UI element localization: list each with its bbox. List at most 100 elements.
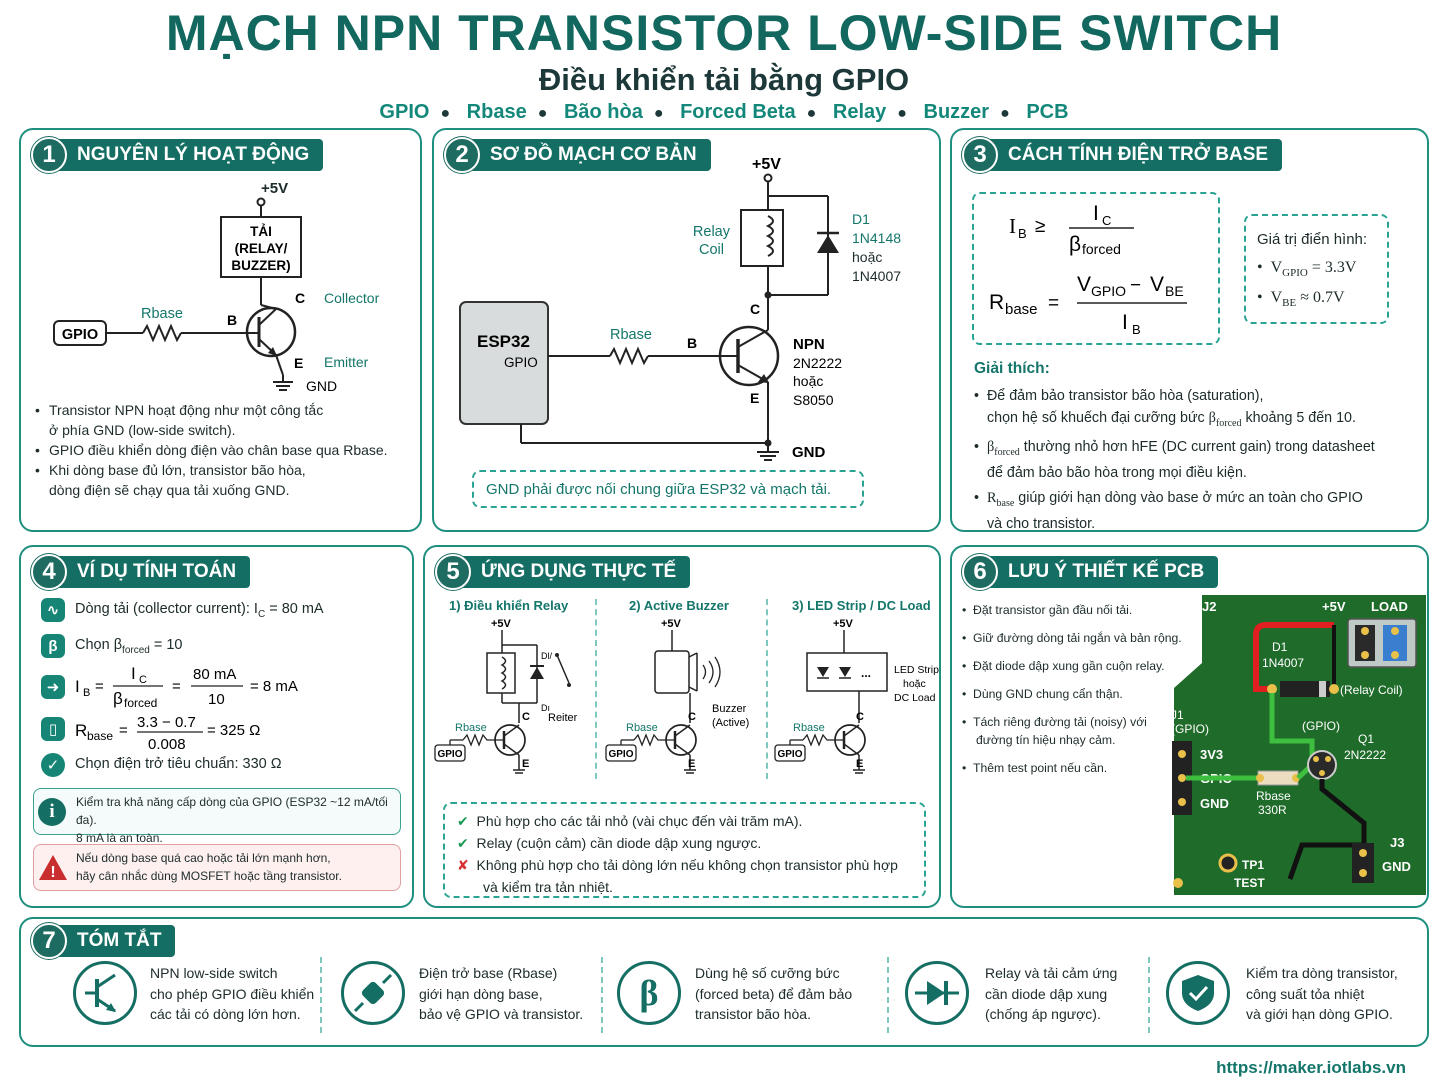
example-row: Chọn βforced = 10 <box>75 637 183 656</box>
app-note: ✔ Relay (cuộn cảm) cần diode dập xung ng… <box>457 835 762 851</box>
formula-symbol: = <box>1048 293 1059 314</box>
bullet: Transistor NPN hoạt động như một công tắ… <box>35 400 415 420</box>
gpio-label: GPIO <box>608 749 633 760</box>
bullet: GPIO điều khiển dòng điện vào chân base … <box>35 440 415 460</box>
gnd-note: GND phải được nối chung giữa ESP32 và mạ… <box>486 481 832 498</box>
pcb-label: Q1 <box>1358 732 1374 746</box>
gnd-label: GND <box>306 378 337 394</box>
base-pin-label: B <box>227 312 237 328</box>
rbase-label: Rbase <box>455 722 487 734</box>
formula-value: 10 <box>208 691 225 708</box>
panel-number: 1 <box>31 137 67 173</box>
bullet-cont: dòng điện sẽ chạy qua tải xuống GND. <box>49 482 290 498</box>
pcb-label: +5V <box>1322 599 1346 614</box>
formula-symbol: ≥ <box>1035 216 1045 237</box>
column-divider <box>595 599 597 779</box>
formula-value: = 8 mA <box>250 678 298 695</box>
warning-text: Nếu dòng base quá cao hoặc tải lớn mạnh … <box>76 851 342 883</box>
formula-symbol: I <box>131 664 136 683</box>
app-note: ✘ Không phù hợp cho tải dòng lớn nếu khô… <box>457 857 898 873</box>
pcb-label: 330R <box>1258 803 1287 817</box>
example-row: Chọn điện trở tiêu chuẩn: 330 Ω <box>75 756 282 772</box>
relay-label: Relay <box>693 224 731 240</box>
info-text: Kiểm tra khả năng cấp dòng của GPIO (ESP… <box>76 795 388 845</box>
pcb-label: GND <box>1382 859 1411 874</box>
npn-label: NPN <box>793 336 825 353</box>
vcc-label: +5V <box>833 618 854 630</box>
formula-sub: forced <box>1082 241 1121 257</box>
summary-divider <box>601 957 603 1033</box>
formula-symbol: V <box>1077 273 1091 296</box>
emitter-pin-label: E <box>294 355 303 371</box>
explain-line: • Rbase giúp giới hạn dòng vào base ở mứ… <box>974 489 1363 509</box>
bullet-cont: ở phía GND (low-side switch). <box>49 422 236 438</box>
pcb-tips: • Đặt transistor gần đầu nối tải. • Giữ … <box>962 601 1192 777</box>
formula-symbol: − <box>1130 275 1141 296</box>
gnd-note-box <box>472 470 864 508</box>
summary-divider <box>1148 957 1150 1033</box>
gpio-label: GPIO <box>504 355 538 370</box>
formula-symbol: I <box>1122 311 1128 334</box>
formula-sub: GPIO <box>1091 283 1126 299</box>
pcb-label: 2N2222 <box>1344 748 1386 762</box>
diode-label: 1N4007 <box>852 268 901 284</box>
pcb-label: J2 <box>1202 599 1216 614</box>
resistor-icon <box>341 961 405 1025</box>
tag: PCB <box>1026 101 1069 123</box>
pcb-label: (GPIO) <box>1302 719 1340 733</box>
led-label: LED Strip <box>894 664 939 676</box>
collector-label: Collector <box>324 290 380 306</box>
example-row: Dòng tải (collector current): IC = 80 mA <box>75 601 324 620</box>
typical-value: • VGPIO = 3.3V <box>1257 259 1357 280</box>
app-schematics: +5V Dl/ Dı Reiter C E Rbase GPIO +5V <box>434 618 939 774</box>
formula-symbol: = <box>172 678 181 695</box>
typical-title: Giá trị điển hình: <box>1257 231 1368 248</box>
pcb-label: D1 <box>1272 640 1288 654</box>
bullet: Khi dòng base đủ lớn, transistor bão hòa… <box>35 460 415 480</box>
npn-label: 2N2222 <box>793 355 842 371</box>
formula-symbol: β <box>1069 233 1081 256</box>
warning-icon: ! <box>39 855 67 881</box>
formula-sub: C <box>1102 213 1111 228</box>
formula-sub: C <box>139 674 147 686</box>
typical-values-box <box>1244 214 1389 324</box>
footer-url[interactable]: https://maker.iotlabs.vn <box>1216 1058 1406 1077</box>
principle-bullets: Transistor NPN hoạt động như một công tắ… <box>35 400 415 500</box>
vcc-label: +5V <box>752 156 781 173</box>
summary-text: Điện trở base (Rbase)giới hạn dòng base,… <box>419 965 584 1022</box>
transistor-icon <box>73 961 137 1025</box>
pcb-label: 1N4007 <box>1262 656 1304 670</box>
pcb-tip: • Đặt diode dập xung gần cuộn relay. <box>962 659 1165 673</box>
formula-sub: BE <box>1165 283 1184 299</box>
pcb-layout: J2 +5V LOAD D1 1N4007 (Relay Coil) J1 (G… <box>1171 595 1426 895</box>
relay-contact-label: Dl/ <box>541 651 552 661</box>
panel-title: ỨNG DỤNG THỰC TẾ <box>459 556 691 588</box>
tag: GPIO <box>379 101 430 123</box>
rbase-label: Rbase <box>626 722 658 734</box>
collector-pin-label: C <box>688 711 696 723</box>
pcb-tip: • Thêm test point nếu cần. <box>962 761 1108 775</box>
tag: Forced Beta <box>680 101 796 123</box>
formula-symbol: I <box>75 677 80 696</box>
formula-value: 3.3 − 0.7 <box>137 714 196 731</box>
panel-number: 2 <box>444 137 480 173</box>
diode-label: hoặc <box>852 249 882 265</box>
panel-title: LƯU Ý THIẾT KẾ PCB <box>986 556 1219 588</box>
collector-pin-label: C <box>295 290 305 306</box>
info-icon: i <box>38 798 66 826</box>
formula-symbol: I <box>1093 202 1099 225</box>
diode-label: D1 <box>852 211 870 227</box>
tag: Bão hòa <box>563 101 643 123</box>
pcb-tip: • Giữ đường dòng tải ngắn và bản rộng. <box>962 631 1182 645</box>
app-column-title: 1) Điều khiển Relay <box>449 598 569 613</box>
pcb-label: (Relay Coil) <box>1340 683 1403 697</box>
